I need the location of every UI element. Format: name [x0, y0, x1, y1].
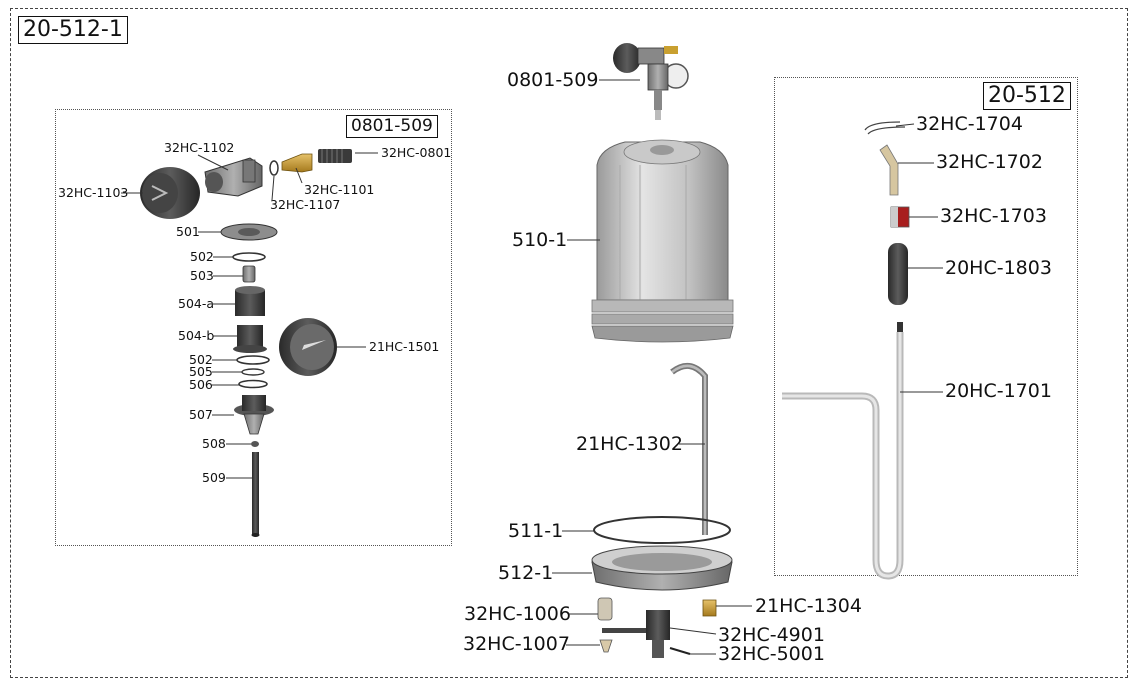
- label-503: 503: [190, 268, 214, 283]
- label-20hc-1701: 20HC-1701: [945, 380, 1052, 402]
- label-21hc-1302: 21HC-1302: [576, 433, 683, 455]
- label-32hc-1704: 32HC-1704: [916, 113, 1023, 135]
- detail-left-label: 0801-509: [346, 115, 438, 138]
- part-20hc-1701-hose: [782, 322, 904, 580]
- label-508: 508: [202, 436, 226, 451]
- part-508-seal: [251, 441, 259, 447]
- part-32hc-1006-pin: [597, 597, 613, 621]
- label-506: 506: [189, 377, 213, 392]
- label-504-a: 504-a: [178, 296, 215, 311]
- part-507-base: [234, 395, 274, 435]
- part-21hc-1501-gauge: [279, 318, 337, 376]
- label-32hc-0801: 32HC-0801: [381, 145, 452, 160]
- label-32hc-1102: 32HC-1102: [164, 140, 235, 155]
- part-32hc-1107-oring: [269, 160, 279, 176]
- label-32hc-5001: 32HC-5001: [718, 643, 825, 665]
- part-32hc-4901-valve: [602, 610, 670, 658]
- part-32hc-1103-knob: [140, 167, 200, 219]
- label-507: 507: [189, 407, 213, 422]
- part-510-1-canister: [591, 139, 734, 343]
- leader-lines: [121, 79, 943, 655]
- part-506-oring: [238, 379, 268, 389]
- label-505: 505: [189, 364, 213, 379]
- label-32hc-4901: 32HC-4901: [718, 624, 825, 646]
- part-501-cap: [220, 223, 278, 241]
- label-0801-509: 0801-509: [507, 69, 599, 91]
- detail-right-frame: [774, 77, 1078, 576]
- part-0801-509-regulator-assembly: [613, 43, 689, 120]
- part-32hc-1101-brass-fitting: [281, 153, 313, 173]
- part-504a-body: [235, 286, 265, 316]
- part-32hc-1702-nozzle: [879, 144, 899, 196]
- part-32hc-5001-clip: [669, 647, 691, 655]
- detail-right-label: 20-512: [983, 82, 1071, 110]
- label-511-1: 511-1: [508, 520, 564, 542]
- label-32hc-1103: 32HC-1103: [58, 185, 129, 200]
- part-21hc-1304-elbow: [702, 599, 717, 617]
- detail-left-frame: [55, 109, 452, 546]
- part-502b-oring: [236, 355, 270, 365]
- label-32hc-1007: 32HC-1007: [463, 633, 570, 655]
- part-509-tube: [251, 452, 260, 537]
- part-504b-body: [233, 325, 267, 353]
- part-32hc-0801-connector: [318, 149, 352, 163]
- main-assembly-label: 20-512-1: [18, 16, 128, 44]
- part-32hc-1007-nozzle: [599, 639, 613, 653]
- label-501: 501: [176, 224, 200, 239]
- part-32hc-1102-regulator: [204, 157, 263, 197]
- part-503-valve: [242, 265, 256, 283]
- label-504-b: 504-b: [178, 328, 215, 343]
- label-32hc-1703: 32HC-1703: [940, 205, 1047, 227]
- label-20hc-1803: 20HC-1803: [945, 257, 1052, 279]
- label-21hc-1501: 21HC-1501: [369, 339, 440, 354]
- part-512-1-base: [591, 545, 733, 591]
- diagram-frame: [10, 8, 1128, 678]
- part-511-1-oring: [593, 516, 731, 544]
- label-510-1: 510-1: [512, 229, 568, 251]
- label-21hc-1304: 21HC-1304: [755, 595, 862, 617]
- part-20hc-1803-grip: [888, 243, 908, 305]
- label-32hc-1107: 32HC-1107: [270, 197, 341, 212]
- label-32hc-1006: 32HC-1006: [464, 603, 571, 625]
- label-502-top: 502: [190, 249, 214, 264]
- label-512-1: 512-1: [498, 562, 554, 584]
- part-505-oring: [241, 368, 265, 376]
- part-32hc-1703-fitting: [890, 206, 910, 228]
- label-502-bottom: 502: [189, 352, 213, 367]
- label-509: 509: [202, 470, 226, 485]
- label-32hc-1101: 32HC-1101: [304, 182, 375, 197]
- part-21hc-1302-dip-tube: [670, 363, 708, 535]
- part-32hc-1704-wire: [864, 121, 906, 135]
- label-32hc-1702: 32HC-1702: [936, 151, 1043, 173]
- part-502a-oring: [232, 252, 266, 262]
